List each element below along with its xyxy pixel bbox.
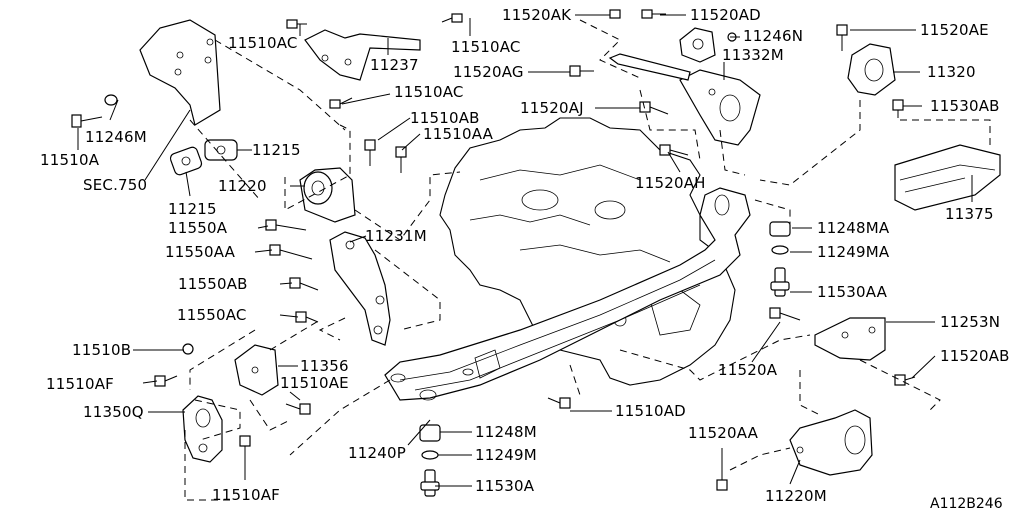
label-11510B: 11510B: [72, 341, 131, 359]
label-11520AA: 11520AA: [688, 424, 759, 442]
label-11520A: 11520A: [718, 361, 778, 379]
label-11248MA: 11248MA: [817, 219, 890, 237]
label-11520AG: 11520AG: [453, 63, 524, 81]
spacer-11215-lower: [169, 146, 203, 176]
part-labels: 11510AC 11237 11510AC 11510AC 11246M 115…: [40, 6, 1010, 512]
label-11510AE: 11510AE: [280, 374, 349, 392]
crossmember-11240P: [384, 187, 751, 401]
label-11246N: 11246N: [743, 27, 803, 45]
label-11248M: 11248M: [475, 423, 537, 441]
engine-mount-11220: [299, 167, 356, 223]
bracket-upper-left: [139, 19, 221, 126]
bracket-11520AD-mount: [679, 27, 716, 63]
drawing-code: A112B246: [930, 496, 1003, 512]
bracket-11237: [304, 29, 421, 81]
label-11249MA: 11249MA: [817, 243, 890, 261]
label-11550A: 11550A: [168, 219, 228, 237]
label-11550AC: 11550AC: [177, 306, 247, 324]
mount-11220M: [789, 409, 873, 476]
label-11356: 11356: [300, 357, 349, 375]
bolts: [71, 9, 916, 491]
label-11332M: 11332M: [722, 46, 784, 64]
label-11249M: 11249M: [475, 446, 537, 464]
label-11510AC-2: 11510AC: [451, 38, 521, 56]
bolt-11530AA: [770, 267, 790, 297]
leader-lines: [77, 14, 973, 487]
bracket-11375: [894, 144, 1001, 211]
label-11520AK: 11520AK: [502, 6, 572, 24]
label-sec750: SEC.750: [83, 176, 147, 194]
label-11231M: 11231M: [365, 227, 427, 245]
washer-11249MA: [771, 245, 789, 255]
label-11510AA: 11510AA: [423, 125, 494, 143]
bolt-11530A: [420, 469, 440, 497]
label-11530AA: 11530AA: [817, 283, 888, 301]
label-11375: 11375: [945, 205, 994, 223]
bracket-11253N: [814, 317, 886, 361]
label-11220M: 11220M: [765, 487, 827, 505]
label-11510AB: 11510AB: [410, 109, 480, 127]
washer-11249M: [421, 450, 439, 460]
bracket-11356: [234, 344, 279, 396]
label-11520AD: 11520AD: [690, 6, 761, 24]
link-rod-11520AG: [608, 53, 691, 81]
label-11350Q: 11350Q: [83, 403, 144, 421]
label-11237: 11237: [370, 56, 419, 74]
label-11510AF-1: 11510AF: [46, 375, 114, 393]
label-11215-2: 11215: [168, 200, 217, 218]
label-11510AC-3: 11510AC: [394, 83, 464, 101]
label-11510AD: 11510AD: [615, 402, 686, 420]
label-11520AJ: 11520AJ: [520, 99, 584, 117]
dashed-assembly-lines: [184, 19, 991, 501]
insulator-11248MA: [769, 221, 791, 237]
label-11510AF-2: 11510AF: [212, 486, 280, 504]
label-11550AB: 11550AB: [178, 275, 248, 293]
engine-outline: [439, 117, 736, 386]
label-11550AA: 11550AA: [165, 243, 236, 261]
rear-mount-11350Q: [182, 395, 223, 463]
label-11215-1: 11215: [252, 141, 301, 159]
label-11510AC-1: 11510AC: [228, 34, 298, 52]
label-11530AB: 11530AB: [930, 97, 1000, 115]
label-11520AB: 11520AB: [940, 347, 1010, 365]
label-11520AE: 11520AE: [920, 21, 989, 39]
label-11520AH: 11520AH: [635, 174, 706, 192]
label-11253N: 11253N: [940, 313, 1000, 331]
label-11246M: 11246M: [85, 128, 147, 146]
bracket-11231M: [329, 231, 391, 346]
bracket-11332M: [679, 69, 761, 146]
label-11510A: 11510A: [40, 151, 100, 169]
label-11240P: 11240P: [348, 444, 406, 462]
mount-11320: [847, 43, 896, 96]
label-11220: 11220: [218, 177, 267, 195]
insulator-11248M: [419, 424, 441, 442]
label-11320: 11320: [927, 63, 976, 81]
label-11530A: 11530A: [475, 477, 535, 495]
